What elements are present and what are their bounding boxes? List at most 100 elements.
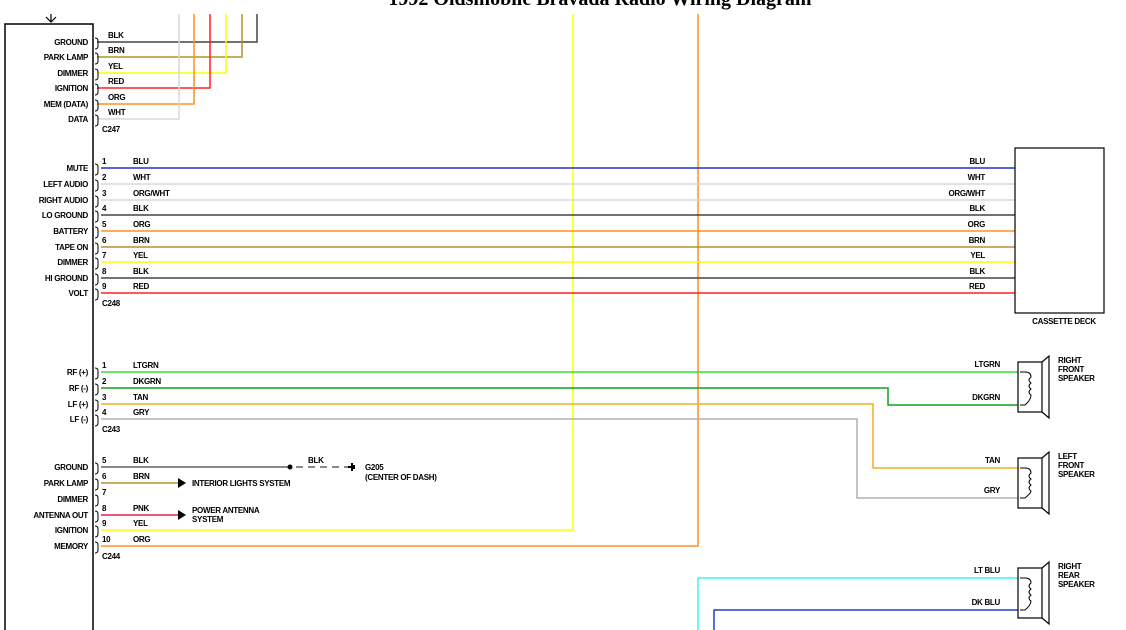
connector-id: C244	[102, 552, 121, 561]
pin-label: GROUND	[54, 38, 88, 47]
wire-color-label: ORG	[133, 535, 150, 544]
connector-bracket-icon	[94, 195, 99, 208]
pin-label: MEMORY	[54, 542, 89, 551]
pin-number: 9	[102, 282, 107, 291]
pin-number: 8	[102, 267, 107, 276]
connector-c247	[97, 14, 258, 120]
connector-bracket-icon	[94, 273, 99, 286]
connector-id: C247	[102, 125, 121, 134]
pin-label: LF (-)	[70, 415, 89, 424]
wire-color-label: YEL	[108, 62, 123, 71]
pin-label: LF (+)	[68, 400, 89, 409]
wire-color-label: BLK	[133, 204, 149, 213]
pin-label: DATA	[68, 115, 88, 124]
connector-bracket-icon	[94, 99, 99, 112]
speaker-label: FRONT	[1058, 461, 1084, 470]
pin-number: 9	[102, 519, 107, 528]
pin-label: DIMMER	[57, 495, 88, 504]
wire-color-label: TAN	[985, 456, 1000, 465]
connector-bracket-icon	[94, 242, 99, 255]
speaker-label: SPEAKER	[1058, 580, 1095, 589]
pin-number: 10	[102, 535, 111, 544]
pin-label: TAPE ON	[55, 243, 88, 252]
wire-color-label: RED	[133, 282, 150, 291]
speaker-label: REAR	[1058, 571, 1080, 580]
connector-bracket-icon	[94, 399, 99, 412]
wire-color-label: BLK	[969, 267, 985, 276]
pin-label: LO GROUND	[42, 211, 89, 220]
pin-number: 2	[102, 377, 107, 386]
arrow-icon	[178, 510, 186, 520]
wire-color-label: GRY	[984, 486, 1001, 495]
wire-color-label: DKGRN	[133, 377, 161, 386]
connector-bracket-icon	[94, 226, 99, 239]
ground-arrow-icon	[45, 14, 57, 23]
wire-color-label: BLU	[133, 157, 149, 166]
pin-label: DIMMER	[57, 69, 88, 78]
cassette-deck	[1014, 147, 1105, 314]
wire-color-label: BLK	[108, 31, 124, 40]
pin-number: 8	[102, 504, 107, 513]
speaker-label: RIGHT	[1058, 562, 1082, 571]
wire-mem-org	[101, 14, 699, 547]
pin-label: IGNITION	[55, 84, 89, 93]
connector-bracket-icon	[94, 367, 99, 380]
diagram-title: 1992 Oldsmobile Bravada Radio Wiring Dia…	[280, 0, 920, 11]
wire-color-label: WHT	[968, 173, 986, 182]
wire-color-label: BLK	[133, 267, 149, 276]
connector-bracket-icon	[94, 288, 99, 301]
connector-bracket-icon	[94, 414, 99, 427]
connector-bracket-icon	[94, 114, 99, 127]
wire-color-label: WHT	[108, 108, 126, 117]
wire-color-label: TAN	[133, 393, 148, 402]
connector-id: C243	[102, 425, 121, 434]
cassette-deck-label: CASSETTE DECK	[1032, 317, 1096, 326]
wire-color-label: RED	[969, 282, 986, 291]
connector-bracket-icon	[94, 68, 99, 81]
wire-color-label: ORG	[133, 220, 150, 229]
wire-color-label: ORG/WHT	[133, 189, 170, 198]
connector-bracket-icon	[94, 210, 99, 223]
connector-bracket-icon	[94, 163, 99, 176]
connector-bracket-icon	[94, 52, 99, 65]
pin-label: RF (+)	[67, 368, 89, 377]
speaker-label: FRONT	[1058, 365, 1084, 374]
pin-label: MUTE	[67, 164, 89, 173]
wire-color-label: BLK	[133, 456, 149, 465]
wire-color-label: LTGRN	[975, 360, 1001, 369]
speaker-label: SPEAKER	[1058, 374, 1095, 383]
pin-number: 4	[102, 204, 107, 213]
pin-label: DIMMER	[57, 258, 88, 267]
wire-color-label: YEL	[133, 519, 148, 528]
pin-label: VOLT	[68, 289, 88, 298]
connector-c248	[101, 167, 1015, 294]
arrow-icon	[178, 478, 186, 488]
destination-label: POWER ANTENNA	[192, 506, 260, 515]
speaker-icon	[1017, 560, 1050, 626]
ground-location: (CENTER OF DASH)	[365, 473, 437, 482]
wire-color-label: LT BLU	[974, 566, 1001, 575]
speaker-label: SPEAKER	[1058, 470, 1095, 479]
speaker-label: RIGHT	[1058, 356, 1082, 365]
pin-label: GROUND	[54, 463, 88, 472]
wire-ign-yel	[101, 14, 574, 531]
wire-color-label: ORG/WHT	[948, 189, 985, 198]
wire-color-label: BLK	[308, 456, 324, 465]
pin-number: 7	[102, 488, 107, 497]
pin-number: 2	[102, 173, 107, 182]
destination-label: SYSTEM	[192, 515, 224, 524]
ground-symbol-icon	[348, 463, 355, 471]
pin-label: PARK LAMP	[44, 53, 89, 62]
pin-number: 3	[102, 393, 107, 402]
wire-ltblu	[697, 577, 1018, 630]
connector-bracket-icon	[94, 179, 99, 192]
connector-c243	[101, 371, 1018, 499]
pin-number: 7	[102, 251, 107, 260]
connector-bracket-icon	[94, 541, 99, 554]
pin-number: 6	[102, 472, 107, 481]
pin-number: 1	[102, 361, 107, 370]
pin-label: RIGHT AUDIO	[39, 196, 88, 205]
pin-label: ANTENNA OUT	[33, 511, 88, 520]
pin-number: 6	[102, 236, 107, 245]
